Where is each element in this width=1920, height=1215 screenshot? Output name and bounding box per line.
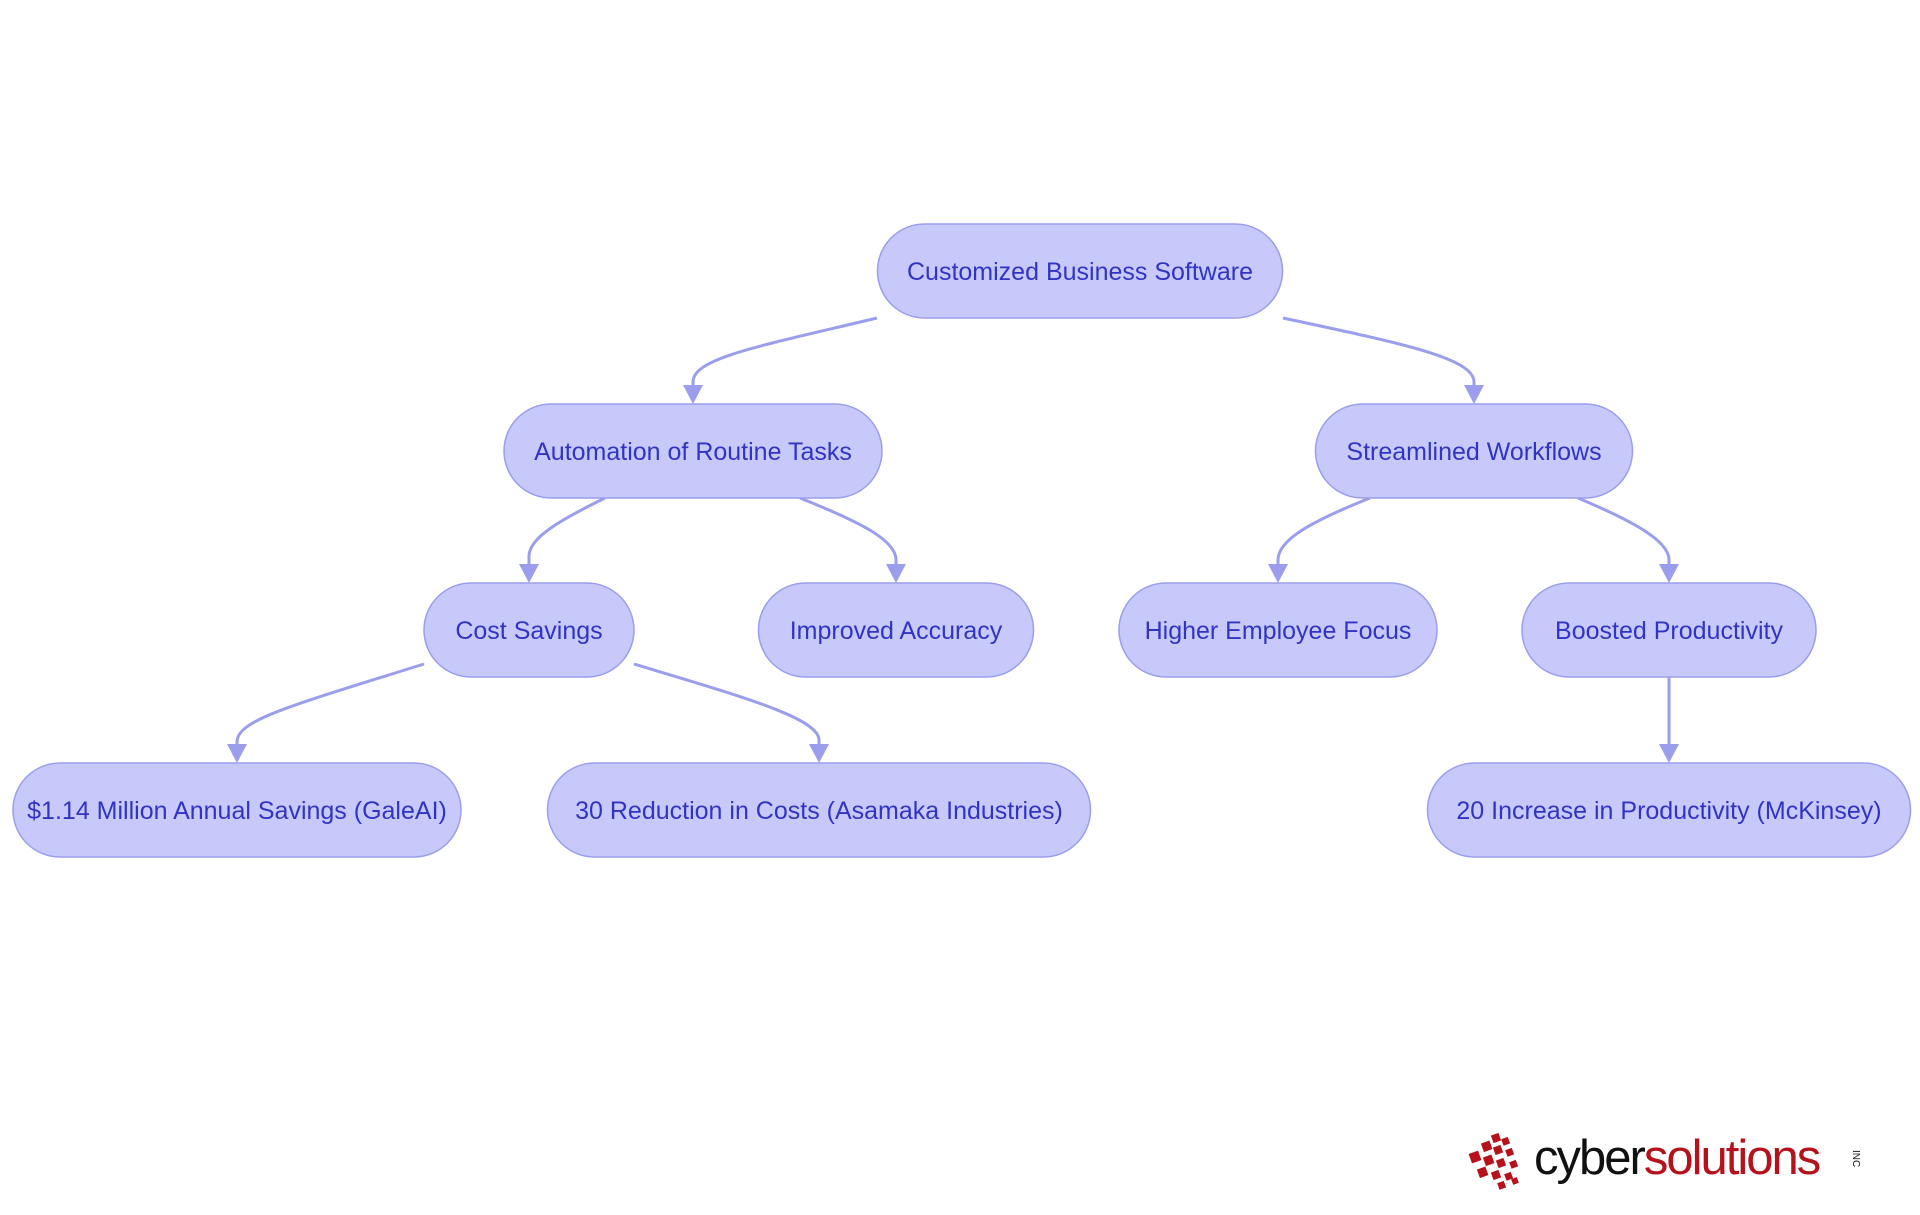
node-label: 30 Reduction in Costs (Asamaka Industrie…	[575, 797, 1063, 825]
node-box	[12, 762, 462, 858]
node-label: Automation of Routine Tasks	[534, 438, 852, 466]
edges-layer	[227, 316, 1679, 763]
logo-squares-icon	[1468, 1132, 1519, 1190]
edge-line	[691, 316, 878, 388]
edge-line	[633, 662, 821, 747]
edge-line	[527, 496, 606, 567]
cybersolutions-logo: cybersolutions INC	[1462, 1128, 1882, 1192]
logo-word-solutions: solutions	[1643, 1131, 1821, 1185]
node-box	[1314, 403, 1634, 499]
node-box	[876, 223, 1284, 319]
node-label: 20 Increase in Productivity (McKinsey)	[1456, 797, 1881, 825]
edge-line	[1577, 496, 1671, 567]
logo-word-cyber: cyber	[1534, 1131, 1646, 1185]
node-box	[1426, 762, 1912, 858]
edge-line	[1276, 496, 1371, 567]
node-asamaka: 30 Reduction in Costs (Asamaka Industrie…	[546, 762, 1092, 858]
logo-wordmark: cybersolutions	[1534, 1130, 1821, 1186]
node-box	[423, 582, 635, 678]
node-label: Streamlined Workflows	[1346, 438, 1601, 466]
edge-root-to-workflows	[1282, 316, 1484, 404]
arrowhead-icon	[1464, 385, 1484, 404]
node-workflows: Streamlined Workflows	[1314, 403, 1634, 499]
node-label: Improved Accuracy	[790, 617, 1003, 645]
edge-root-to-automation	[683, 316, 878, 404]
node-label: Customized Business Software	[907, 258, 1253, 286]
node-box	[1521, 582, 1817, 678]
edge-workflows-to-productivity	[1577, 496, 1679, 583]
arrowhead-icon	[683, 385, 703, 404]
node-label: Boosted Productivity	[1555, 617, 1783, 645]
node-label: Higher Employee Focus	[1145, 617, 1412, 645]
arrowhead-icon	[519, 564, 539, 583]
arrowhead-icon	[1659, 564, 1679, 583]
edge-productivity-to-mckinsey	[1659, 677, 1679, 763]
node-mckinsey: 20 Increase in Productivity (McKinsey)	[1426, 762, 1912, 858]
node-automation: Automation of Routine Tasks	[503, 403, 883, 499]
node-accuracy: Improved Accuracy	[757, 582, 1035, 678]
node-box	[757, 582, 1035, 678]
edge-line	[799, 496, 898, 567]
edge-line	[235, 662, 425, 747]
arrowhead-icon	[886, 564, 906, 583]
node-box	[1118, 582, 1438, 678]
edge-automation-to-cost	[519, 496, 606, 583]
node-label: $1.14 Million Annual Savings (GaleAI)	[27, 797, 447, 825]
node-galeai: $1.14 Million Annual Savings (GaleAI)	[12, 762, 462, 858]
node-cost: Cost Savings	[423, 582, 635, 678]
edge-workflows-to-focus	[1268, 496, 1371, 583]
node-root: Customized Business Software	[876, 223, 1284, 319]
node-box	[503, 403, 883, 499]
edge-cost-to-asamaka	[633, 662, 829, 763]
edge-line	[1282, 316, 1476, 388]
node-label: Cost Savings	[455, 617, 602, 645]
node-focus: Higher Employee Focus	[1118, 582, 1438, 678]
node-productivity: Boosted Productivity	[1521, 582, 1817, 678]
arrowhead-icon	[1659, 744, 1679, 763]
arrowhead-icon	[227, 744, 247, 763]
edge-cost-to-galeai	[227, 662, 425, 763]
logo-inc: INC	[1850, 1150, 1861, 1168]
arrowhead-icon	[1268, 564, 1288, 583]
arrowhead-icon	[809, 744, 829, 763]
edge-automation-to-accuracy	[799, 496, 906, 583]
node-box	[546, 762, 1092, 858]
